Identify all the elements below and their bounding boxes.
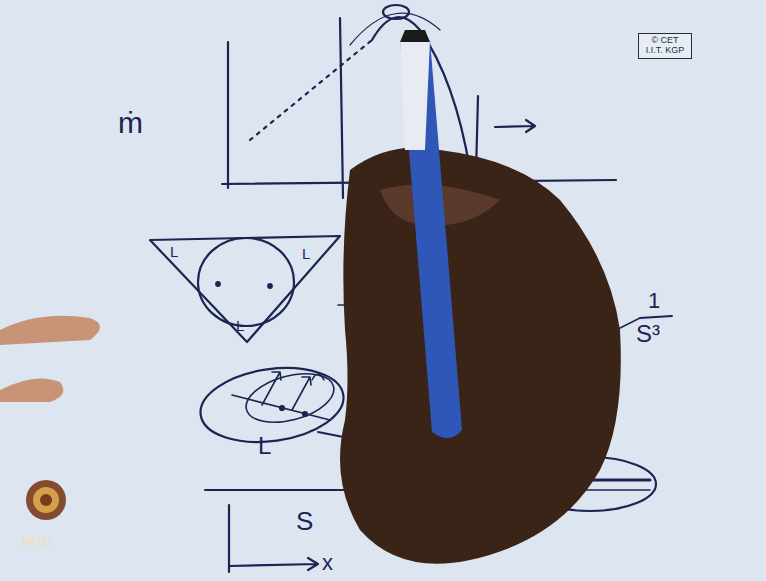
inscribed-circle: [198, 238, 294, 326]
watermark-box: © CET I.I.T. KGP: [638, 33, 692, 59]
x-axis-arrow: [229, 558, 318, 570]
length-mark: L: [302, 246, 310, 261]
lecturer-hand: [0, 30, 621, 564]
triangle: [150, 236, 340, 342]
nptel-logo: [26, 480, 66, 520]
divider-line: [340, 18, 343, 198]
spacing-symbol: S: [296, 508, 313, 534]
axis-line: [228, 505, 230, 572]
peak-circle: [383, 5, 409, 19]
flow-arrow: [495, 120, 535, 132]
outer-ellipse: [196, 359, 349, 450]
fraction-numerator: 1: [648, 290, 660, 312]
length-mark: L: [170, 244, 178, 259]
flow-symbol: ṁ: [118, 108, 143, 138]
axis-line: [227, 42, 229, 188]
fraction-bar: [640, 316, 672, 318]
dotted-curve: [250, 40, 372, 140]
length-mark: L: [258, 434, 271, 458]
watermark-text: © CET I.I.T. KGP: [643, 36, 687, 56]
fraction-denominator: S³: [636, 322, 660, 346]
axis-label: x: [322, 552, 333, 574]
length-mark: L: [236, 318, 244, 333]
peak-curve: [372, 17, 470, 170]
logo-text: NPTEL: [22, 538, 55, 548]
